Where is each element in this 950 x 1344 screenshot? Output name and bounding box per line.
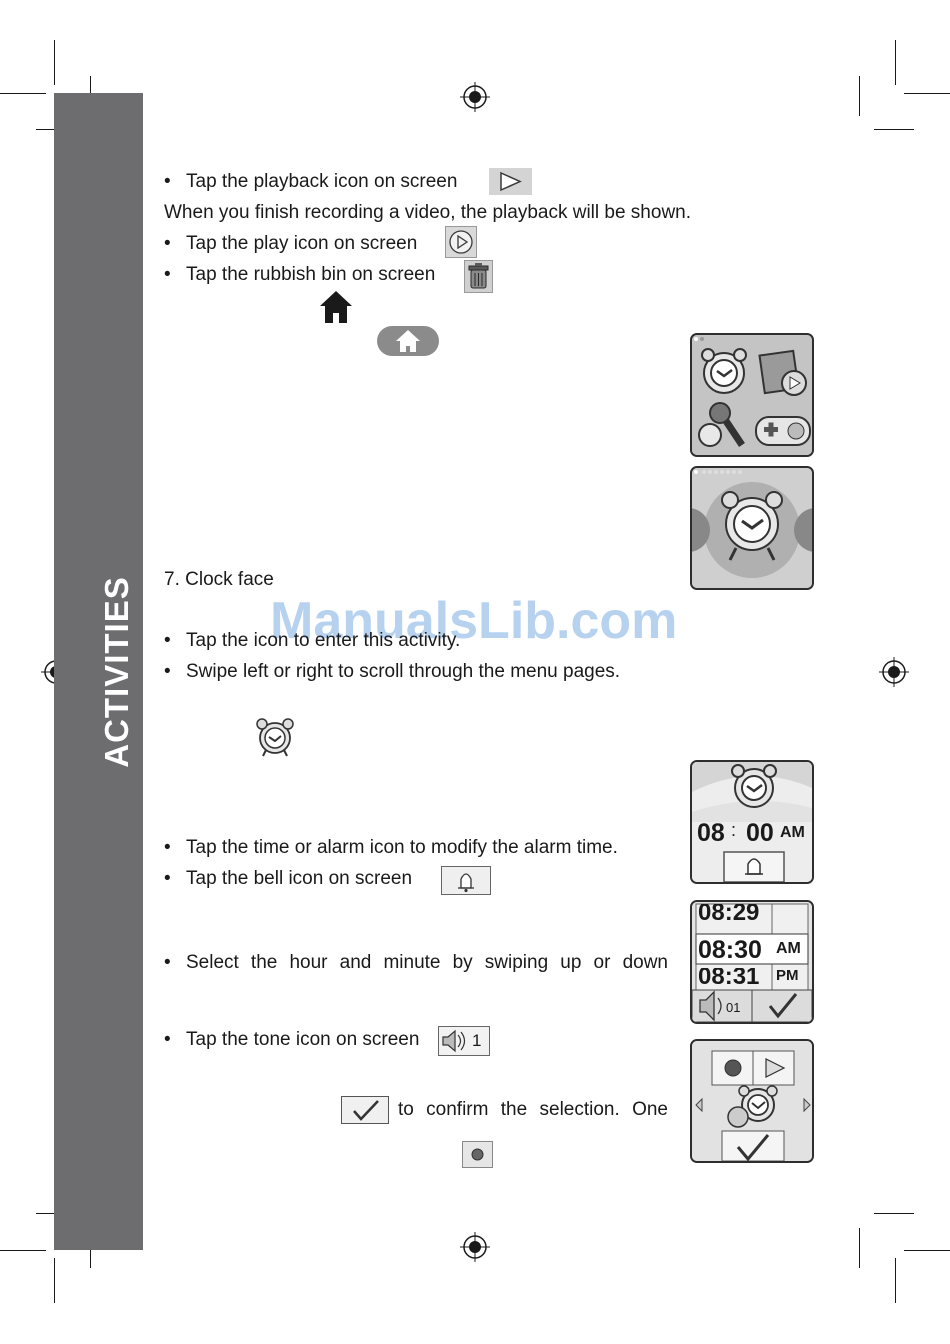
- bullet: •: [164, 233, 171, 254]
- bullet: •: [164, 264, 171, 285]
- screen-menu: [690, 333, 814, 457]
- registration-mark-icon: [460, 1232, 490, 1262]
- clock-minute: 00: [746, 819, 774, 847]
- picker-prev-time: 08:29: [698, 904, 760, 922]
- bell-line: Tap the bell icon on screen: [186, 868, 413, 889]
- bell-icon: [441, 866, 491, 895]
- watermark: ManualsLib.com: [270, 592, 678, 650]
- bullet: •: [164, 868, 171, 889]
- registration-mark-icon: [879, 657, 909, 687]
- modify-line: Tap the time or alarm icon to modify the…: [186, 837, 618, 858]
- section-heading: 7. Clock face: [164, 569, 274, 590]
- picker-tone: 01: [726, 1000, 741, 1015]
- crop-mark: [859, 1228, 860, 1268]
- crop-mark: [54, 1258, 55, 1303]
- crop-mark: [895, 40, 896, 85]
- confirm-check-icon: [341, 1096, 389, 1124]
- picker-current-time: 08:30: [698, 936, 762, 964]
- clock-hour: 08: [697, 819, 725, 847]
- bullet: •: [164, 1029, 171, 1050]
- crop-mark: [54, 40, 55, 85]
- swipe-line: Swipe left or right to scroll through th…: [186, 661, 621, 682]
- picker-next-time: 08:31: [698, 968, 760, 986]
- sidebar-title: ACTIVITIES: [98, 576, 135, 768]
- bullet: •: [164, 630, 171, 651]
- crop-mark: [904, 93, 950, 94]
- record-icon: [462, 1141, 493, 1168]
- bullet: •: [164, 661, 171, 682]
- tone-icon-value: 1: [472, 1031, 482, 1050]
- home-button-icon: [377, 326, 439, 356]
- bullet: •: [164, 171, 171, 192]
- screen-time-picker: 08:29 08:30 08:31 AM PM 01: [690, 900, 814, 1024]
- crop-mark: [859, 76, 860, 116]
- picker-am: AM: [776, 940, 801, 957]
- rubbish-bin-icon: [464, 260, 493, 293]
- crop-mark: [874, 1213, 914, 1214]
- clock-separator: :: [731, 820, 737, 840]
- tone-line: Tap the tone icon on screen: [186, 1029, 420, 1050]
- crop-mark: [874, 129, 914, 130]
- bullet: •: [164, 837, 171, 858]
- clock-ampm: AM: [780, 824, 805, 841]
- sidebar: [54, 93, 143, 1250]
- confirm-line: to confirm the selection. One: [398, 1099, 668, 1120]
- play-line: Tap the play icon on screen: [186, 233, 418, 254]
- registration-mark-icon: [460, 82, 490, 112]
- playback-line: Tap the playback icon on screen: [186, 171, 458, 192]
- enter-line: Tap the icon to enter this activity.: [186, 630, 461, 651]
- playback-icon: [489, 168, 532, 195]
- crop-mark: [0, 93, 46, 94]
- screen-clock-face-menu: [690, 466, 814, 590]
- tone-icon: 1: [438, 1026, 490, 1056]
- crop-mark: [895, 1258, 896, 1303]
- crop-mark: [0, 1250, 46, 1251]
- alarm-clock-icon: [256, 718, 294, 757]
- select-line: Select the hour and minute by swiping up…: [186, 952, 668, 973]
- play-icon: [445, 226, 477, 258]
- bin-line: Tap the rubbish bin on screen: [186, 264, 436, 285]
- home-icon: [320, 291, 352, 323]
- crop-mark: [904, 1250, 950, 1251]
- screen-record-tone: [690, 1039, 814, 1163]
- bullet: •: [164, 952, 171, 973]
- picker-pm: PM: [776, 968, 799, 984]
- finish-line: When you finish recording a video, the p…: [164, 202, 692, 223]
- screen-clock-display: 08 : 00 AM: [690, 760, 814, 884]
